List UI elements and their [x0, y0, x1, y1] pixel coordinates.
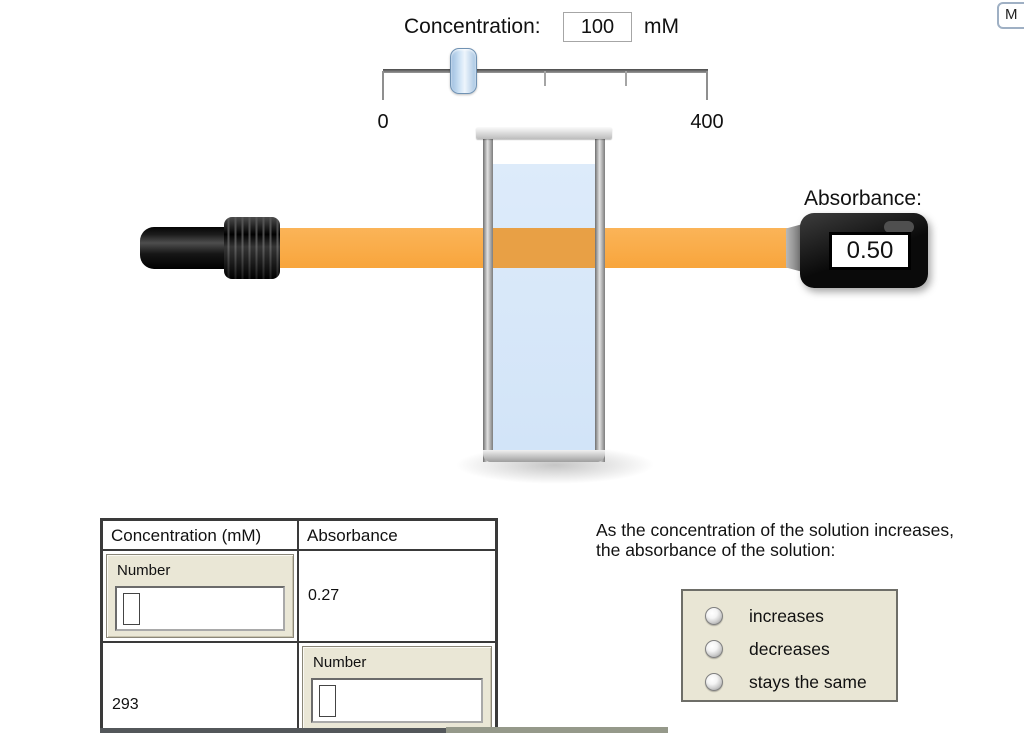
slider-min-label: 0 [377, 111, 389, 133]
cuvette-rim [476, 127, 612, 139]
slider-max-label: 400 [690, 111, 724, 133]
number-entry-panel: Number [106, 554, 294, 638]
question-line-1: As the concentration of the solution inc… [596, 520, 954, 540]
slider-tick-min [382, 71, 384, 100]
cell-absorbance-value: 0.27 [297, 550, 496, 642]
input-caret [319, 685, 337, 717]
bottom-scrollbar-segment[interactable] [446, 727, 668, 733]
table-row: Number 0.27 [102, 550, 496, 642]
light-beam-left [278, 228, 493, 268]
table-row: 293 Number [102, 642, 496, 733]
concentration-slider-handle[interactable] [450, 48, 477, 94]
menu-button[interactable]: M [997, 2, 1024, 29]
number-entry-label: Number [117, 562, 171, 579]
header-absorbance: Absorbance [298, 520, 496, 550]
detector-highlight [884, 221, 914, 233]
radio-button-icon[interactable] [705, 640, 723, 658]
option-increases[interactable]: increases [683, 603, 896, 629]
absorbance-answer-input[interactable] [311, 678, 483, 723]
concentration-unit-label: mM [644, 15, 679, 38]
cell-absorbance-entry: Number [298, 642, 496, 733]
concentration-input[interactable] [563, 12, 632, 42]
data-table: Concentration (mM) Absorbance Number 0.2… [100, 518, 498, 733]
cuvette-bottom [483, 450, 605, 462]
cuvette-wall-left [483, 132, 493, 462]
slider-tick-200 [544, 71, 546, 86]
option-label[interactable]: stays the same [749, 671, 867, 692]
light-beam-in-solution [493, 228, 595, 268]
cell-concentration-value: 293 [102, 642, 299, 733]
radio-button-icon[interactable] [705, 673, 723, 691]
option-decreases[interactable]: decreases [683, 636, 896, 662]
option-label[interactable]: increases [749, 605, 824, 626]
concentration-answer-input[interactable] [115, 586, 285, 631]
flashlight-head [224, 217, 280, 279]
header-concentration: Concentration (mM) [102, 520, 298, 550]
radio-button-icon[interactable] [705, 607, 723, 625]
concentration-label: Concentration: [404, 15, 541, 38]
absorbance-label: Absorbance: [804, 187, 922, 210]
solution [493, 164, 595, 452]
question-line-2: the absorbance of the solution: [596, 540, 836, 560]
slider-tick-max [706, 71, 708, 100]
option-label[interactable]: decreases [749, 638, 830, 659]
number-entry-panel: Number [302, 646, 492, 733]
cuvette-wall-right [595, 132, 605, 462]
cell-concentration-entry: Number [102, 550, 298, 642]
light-beam-right [605, 228, 805, 268]
option-stays-the-same[interactable]: stays the same [683, 669, 896, 695]
bottom-scrollbar-segment[interactable] [100, 728, 446, 733]
table-header-row: Concentration (mM) Absorbance [102, 520, 496, 550]
answer-options-box: increases decreases stays the same [681, 589, 898, 702]
flashlight-barrel [140, 227, 232, 269]
number-entry-label: Number [313, 654, 367, 671]
question-text: As the concentration of the solution inc… [596, 520, 1024, 560]
input-caret [123, 593, 140, 625]
slider-tick-300 [625, 71, 627, 86]
absorbance-readout: 0.50 [829, 232, 911, 270]
